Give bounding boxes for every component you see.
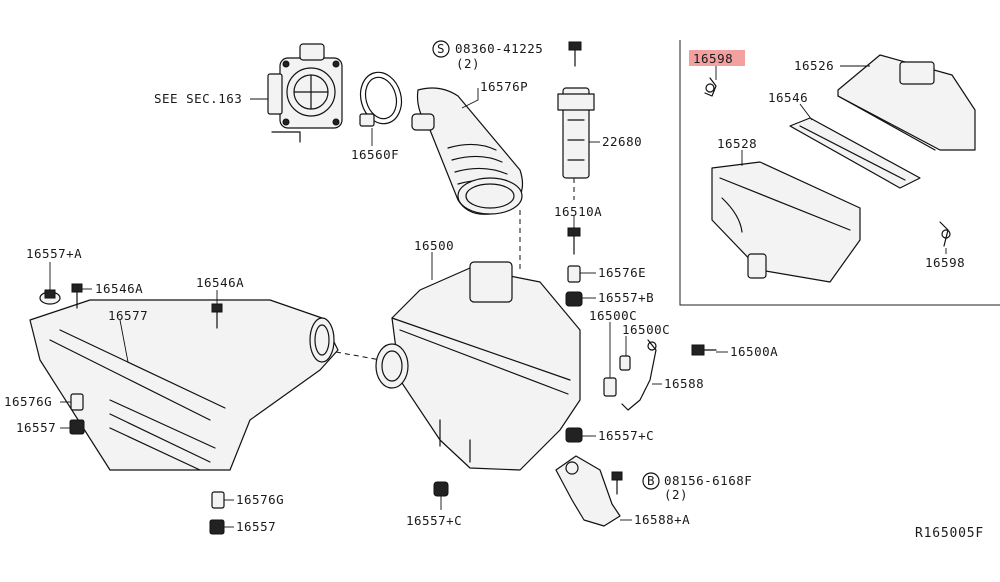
label-16598: 16598 bbox=[925, 255, 965, 270]
bolt-16500A bbox=[691, 344, 717, 356]
label-16557C-bottom: 16557+C bbox=[406, 513, 462, 528]
label-16510A: 16510A bbox=[554, 204, 602, 219]
leader-16576P bbox=[461, 88, 479, 109]
label-22680: 22680 bbox=[602, 134, 642, 149]
label-16576P: 16576P bbox=[480, 79, 528, 94]
label-16557A: 16557+A bbox=[26, 246, 82, 261]
bolt-16546A-left bbox=[71, 283, 83, 309]
air-duct-hose bbox=[411, 87, 524, 215]
air-cleaner-cover bbox=[837, 54, 976, 151]
bolt-bottom bbox=[611, 471, 623, 495]
leader-16546 bbox=[799, 103, 813, 121]
bolt-symbol-top bbox=[432, 40, 450, 58]
grommet-16557C-bottom bbox=[433, 481, 449, 497]
label-bolt-spec-bottom: 08156-6168F bbox=[664, 473, 752, 488]
bracket-16500C-b bbox=[619, 355, 631, 371]
bracket-16500C-a bbox=[603, 377, 617, 397]
label-16576G-left: 16576G bbox=[4, 394, 52, 409]
bracket-16588A bbox=[555, 455, 621, 527]
label-16598-highlighted: 16598 bbox=[693, 51, 733, 66]
spacer-16576G-left bbox=[70, 393, 84, 411]
label-16500C-b: 16500C bbox=[622, 322, 670, 337]
bolt-16510A bbox=[567, 227, 581, 255]
air-cleaner-lower-case bbox=[711, 161, 861, 283]
label-16588A: 16588+A bbox=[634, 512, 690, 527]
label-16588: 16588 bbox=[664, 376, 704, 391]
label-16546A: 16546A bbox=[196, 275, 244, 290]
label-16528: 16528 bbox=[717, 136, 757, 151]
grommet-16557C-right bbox=[565, 427, 583, 443]
leader-16577 bbox=[119, 319, 129, 363]
bracket-16588 bbox=[621, 339, 657, 411]
filter-element bbox=[789, 117, 921, 189]
label-16500C-a: 16500C bbox=[589, 308, 637, 323]
spacer-16576G-bottom bbox=[211, 491, 225, 509]
throttle-body bbox=[267, 43, 343, 143]
clip-right bbox=[939, 221, 951, 247]
label-bolt-qty-top: (2) bbox=[456, 56, 480, 71]
label-16557-bottom: 16557 bbox=[236, 519, 276, 534]
label-16557-left: 16557 bbox=[16, 420, 56, 435]
bolt-symbol-letter-top: S bbox=[437, 41, 445, 56]
label-bolt-spec-top: 08360-41225 bbox=[455, 41, 543, 56]
air-cleaner-assembly bbox=[375, 261, 581, 471]
highlight-box bbox=[689, 50, 745, 66]
label-16500A: 16500A bbox=[730, 344, 778, 359]
label-16560F: 16560F bbox=[351, 147, 399, 162]
air-inlet-duct bbox=[29, 299, 339, 471]
label-16526: 16526 bbox=[794, 58, 834, 73]
bolt-symbol-bottom bbox=[642, 472, 660, 490]
label-16576G-bottom: 16576G bbox=[236, 492, 284, 507]
label-16557B: 16557+B bbox=[598, 290, 654, 305]
label-16546: 16546 bbox=[768, 90, 808, 105]
spacer-16576E bbox=[567, 265, 581, 283]
label-16577: 16577 bbox=[108, 308, 148, 323]
label-16576E: 16576E bbox=[598, 265, 646, 280]
label-16546A-left: 16546A bbox=[95, 281, 143, 296]
airflow-meter bbox=[557, 41, 595, 179]
grommet-16557-left bbox=[69, 419, 85, 435]
hose-clamp bbox=[359, 71, 403, 127]
label-bolt-qty-bottom: (2) bbox=[664, 487, 688, 502]
label-16557C-right: 16557+C bbox=[598, 428, 654, 443]
grommet-16557-bottom bbox=[209, 519, 225, 535]
reference-code: R165005F bbox=[915, 526, 984, 541]
bolt-symbol-letter-bottom: B bbox=[647, 473, 655, 488]
inset-frame bbox=[679, 40, 1000, 306]
grommet-16557B bbox=[565, 291, 583, 307]
clip-highlighted bbox=[704, 77, 717, 97]
label-see-sec: SEE SEC.163 bbox=[154, 91, 242, 106]
grommet-top-left bbox=[39, 289, 61, 305]
label-16500: 16500 bbox=[414, 238, 454, 253]
